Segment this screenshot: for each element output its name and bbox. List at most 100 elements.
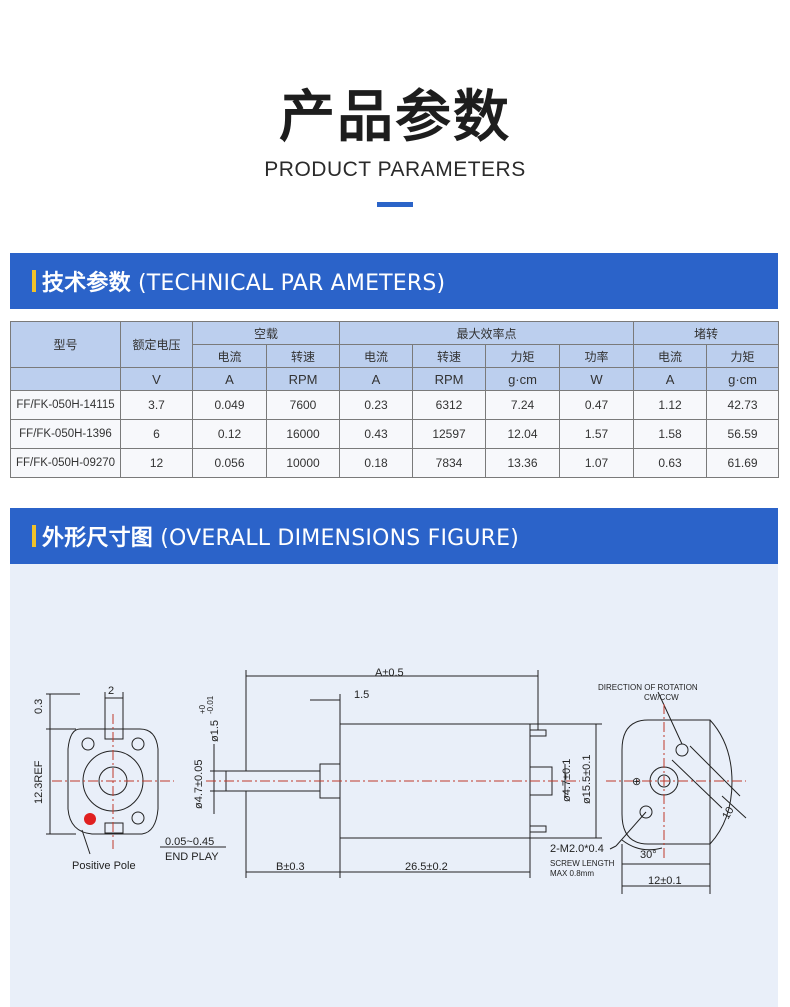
end-view-hole: [131, 737, 145, 751]
table-cell: 0.63: [633, 448, 708, 478]
header-max-efficiency: 最大效率点: [339, 321, 635, 345]
table-cell: 1.07: [559, 448, 635, 478]
section-header-technical: 技术参数 (TECHNICAL PAR AMETERS): [10, 253, 778, 309]
table-cell: 10000: [265, 448, 341, 478]
header-st-torque: 力矩: [706, 344, 780, 368]
cell-model: FF/FK-050H-09270: [10, 448, 121, 478]
shaft-tol-bot: -0.01: [206, 695, 215, 714]
dim-10: 10: [720, 805, 737, 822]
table-cell: 13.36: [485, 448, 561, 478]
header-no-load: 空载: [191, 321, 341, 345]
section-title-en: (TECHNICAL PAR AMETERS): [138, 271, 446, 296]
table-cell: 56.59: [706, 419, 780, 449]
section-marker: [32, 270, 36, 292]
table-cell: 0.47: [559, 390, 635, 420]
unit-me-current: A: [339, 367, 414, 391]
table-cell: 7834: [412, 448, 487, 478]
shaft-diameter: ø1.5: [209, 720, 221, 742]
unit-me-torque: g·cm: [485, 367, 561, 391]
header-nl-speed: 转速: [265, 344, 341, 368]
dim-2: 2: [108, 685, 114, 697]
end-view-terminal: [104, 822, 124, 834]
section-title-en: (OVERALL DIMENSIONS FIGURE): [160, 526, 520, 551]
table-row: FF/FK-050H-14115 3.7 0.049 7600 0.23 631…: [10, 390, 780, 420]
table-cell: 12597: [412, 419, 487, 449]
page-subtitle: PRODUCT PARAMETERS: [264, 158, 526, 181]
drawing-svg: 2 0.3 12.3REF Positive Pole A±0.5 1.5 ø1…: [33, 667, 747, 894]
dim-a: A±0.5: [375, 667, 404, 679]
end-view-terminal: [104, 728, 124, 740]
table-cell: 6312: [412, 390, 487, 420]
end-view-outline: [67, 728, 159, 835]
table-cell: 1.58: [633, 419, 708, 449]
angle-label: 30°: [640, 849, 657, 861]
terminal-top: [529, 729, 547, 737]
dimension-drawing: 2 0.3 12.3REF Positive Pole A±0.5 1.5 ø1…: [10, 564, 778, 1007]
rotation-direction: CW/CCW: [644, 693, 679, 702]
table-cell: 6: [120, 419, 193, 449]
table-cell: 12.04: [485, 419, 561, 449]
header-model-unit-blank: [10, 367, 121, 391]
header-stall: 堵转: [633, 321, 780, 345]
positive-pole-label: Positive Pole: [72, 860, 136, 872]
table-cell: 0.12: [192, 419, 267, 449]
table-cell: 1.57: [559, 419, 635, 449]
table-row: FF/FK-050H-09270 12 0.056 10000 0.18 783…: [10, 448, 780, 478]
header-me-speed: 转速: [412, 344, 487, 368]
table-cell: 16000: [265, 419, 341, 449]
header-rated-voltage: 额定电压: [120, 321, 193, 368]
boss-diameter-left: ø4.7±0.05: [193, 760, 205, 809]
table-cell: 0.23: [339, 390, 414, 420]
cell-model: FF/FK-050H-14115: [10, 390, 121, 420]
rotation-title: DIRECTION OF ROTATION: [598, 683, 698, 692]
unit-me-speed: RPM: [412, 367, 487, 391]
body-diameter: ø15.5±0.1: [581, 755, 593, 804]
pole-mark: ⊕: [632, 776, 641, 788]
header-model: 型号: [10, 321, 121, 368]
page-title: 产品参数: [279, 85, 511, 150]
header-me-torque: 力矩: [485, 344, 561, 368]
screw-max: MAX 0.8mm: [550, 869, 594, 878]
header-nl-current: 电流: [192, 344, 267, 368]
header-me-power: 功率: [559, 344, 635, 368]
boss-diameter-right: ø4.7±0.1: [561, 759, 573, 802]
section-title-cn: 外形尺寸图: [42, 526, 154, 551]
cell-model: FF/FK-050H-1396: [10, 419, 121, 449]
unit-nl-current: A: [192, 367, 267, 391]
parameters-table: 型号 额定电压 空载 最大效率点 堵转 电流 转速 电流 转速 力矩 功率 电流…: [10, 321, 780, 478]
section-header-dimensions: 外形尺寸图 (OVERALL DIMENSIONS FIGURE): [10, 508, 778, 564]
unit-voltage: V: [120, 367, 193, 391]
terminal-bottom: [529, 825, 547, 833]
table-cell: 61.69: [706, 448, 780, 478]
unit-me-power: W: [559, 367, 635, 391]
end-view-hole: [81, 737, 95, 751]
section-title-cn: 技术参数: [42, 271, 131, 296]
end-play-value: 0.05~0.45: [165, 836, 214, 848]
end-play-label: END PLAY: [165, 851, 219, 863]
dim-body-length: 26.5±0.2: [405, 861, 448, 873]
table-cell: 42.73: [706, 390, 780, 420]
rear-view-screw-hole: [675, 743, 689, 757]
unit-st-torque: g·cm: [706, 367, 780, 391]
dim-b: B±0.3: [276, 861, 305, 873]
table-cell: 0.43: [339, 419, 414, 449]
header-me-current: 电流: [339, 344, 414, 368]
unit-nl-speed: RPM: [265, 367, 341, 391]
table-cell: 0.056: [192, 448, 267, 478]
section-marker: [32, 525, 36, 547]
positive-pole-marker: [84, 813, 96, 825]
title-underline: [377, 202, 413, 207]
rear-view-screw-hole: [639, 805, 653, 819]
hero-header: 产品参数 PRODUCT PARAMETERS: [0, 0, 790, 250]
dim-12: 12±0.1: [648, 875, 682, 887]
screw-spec: 2-M2.0*0.4: [550, 843, 604, 855]
table-cell: 0.049: [192, 390, 267, 420]
end-view-hole: [131, 811, 145, 825]
table-cell: 12: [120, 448, 193, 478]
dim-12-3ref: 12.3REF: [33, 760, 45, 804]
unit-st-current: A: [633, 367, 708, 391]
dim-0-3: 0.3: [33, 699, 45, 714]
table-row: FF/FK-050H-1396 6 0.12 16000 0.43 12597 …: [10, 419, 780, 449]
table-cell: 7.24: [485, 390, 561, 420]
table-cell: 3.7: [120, 390, 193, 420]
